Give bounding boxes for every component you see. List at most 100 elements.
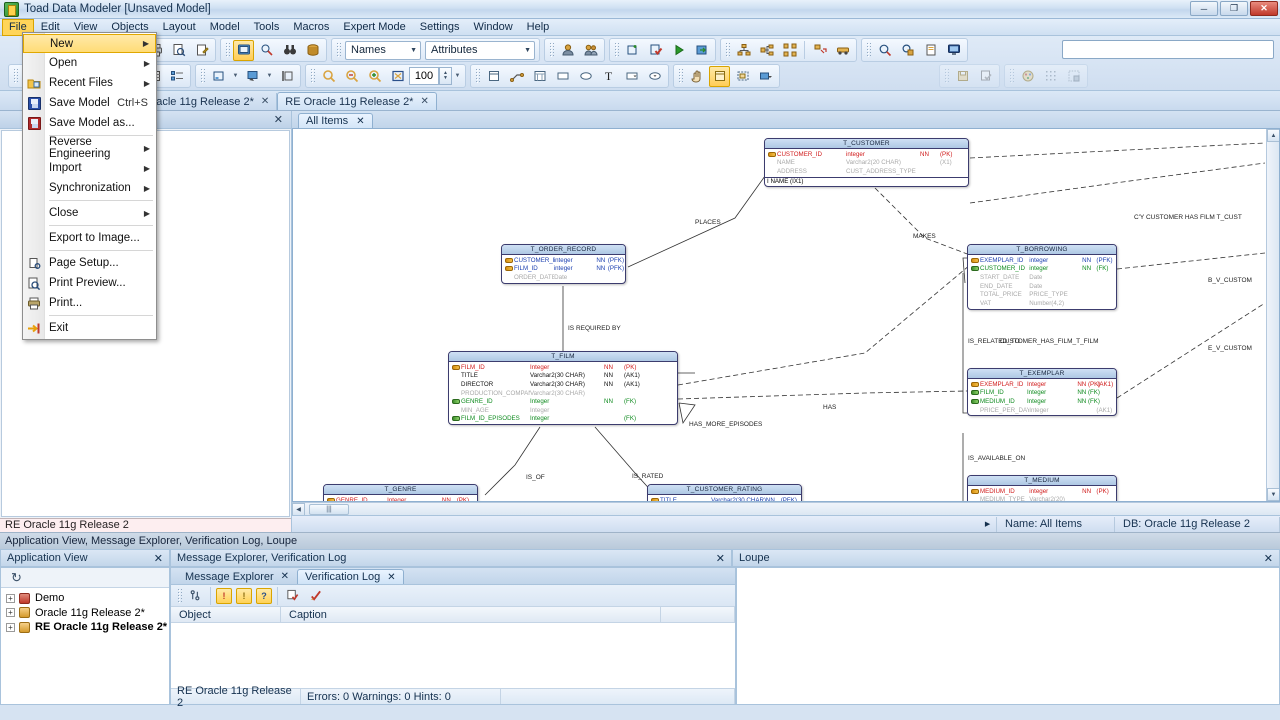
entity-t_genre[interactable]: T_GENREGENRE_IDIntegerNN(PK)NAMEVarchar2… — [323, 484, 478, 501]
toolbar-grip[interactable] — [678, 68, 683, 84]
model-tab-oracle[interactable]: Oracle 11g Release 2* ✕ — [136, 93, 278, 110]
file-menu-item-page-setup[interactable]: Page Setup... — [23, 253, 156, 273]
car-icon[interactable] — [832, 40, 853, 61]
toolbar-grip[interactable] — [177, 587, 182, 604]
relationship-label[interactable]: E_V_CUSTOM — [1208, 345, 1252, 352]
binoculars-icon[interactable] — [279, 40, 300, 61]
toolbar-grip[interactable] — [225, 42, 230, 58]
file-menu-item-reverse-engineering[interactable]: Reverse Engineering▶ — [23, 136, 156, 160]
toolbar-grip[interactable] — [200, 68, 205, 84]
file-menu-item-print[interactable]: Print... — [23, 293, 156, 313]
report-icon[interactable] — [920, 40, 941, 61]
menu-expert-mode[interactable]: Expert Mode — [343, 20, 406, 33]
close-icon[interactable]: ✕ — [273, 114, 283, 126]
relationship-label[interactable]: C'Y CUSTOMER HAS FILM T_CUST — [1134, 214, 1242, 221]
minimize-button[interactable]: ─ — [1190, 1, 1218, 16]
file-menu-item-export-to-image[interactable]: Export to Image... — [23, 228, 156, 248]
pan-tool-icon[interactable] — [755, 66, 776, 87]
rectangle-shape-icon[interactable] — [552, 66, 573, 87]
file-menu-item-exit[interactable]: Exit — [23, 318, 156, 338]
snap-grid-icon[interactable] — [1063, 66, 1084, 87]
search-input[interactable] — [1062, 40, 1274, 59]
relationship-label[interactable]: HAS — [823, 404, 837, 411]
application-view-tree[interactable]: +Demo+Oracle 11g Release 2*+RE Oracle 11… — [1, 588, 169, 704]
monitor-icon[interactable] — [943, 40, 964, 61]
entity-t_order_record[interactable]: T_ORDER_RECORDCUSTOMER_IDintegerNN(PFK)F… — [501, 244, 626, 284]
model-explorer-icon[interactable] — [233, 39, 254, 61]
grid-layout-icon[interactable] — [779, 40, 800, 61]
toolbar-grip[interactable] — [310, 68, 315, 84]
menu-edit[interactable]: Edit — [40, 20, 60, 33]
relationship-label[interactable]: IS_OF — [526, 474, 545, 481]
display-mode-dropdown[interactable]: ▼ — [232, 73, 239, 79]
paint-mode-dropdown[interactable]: ▼ — [266, 73, 273, 79]
generate-icon[interactable] — [691, 40, 712, 61]
tree-expand-icon[interactable]: + — [6, 622, 15, 632]
menu-settings[interactable]: Settings — [419, 20, 460, 33]
relationship-label[interactable]: IS_RATED — [632, 473, 664, 480]
select-tool-icon[interactable] — [709, 65, 730, 87]
grid-toggle-icon[interactable] — [1040, 66, 1061, 87]
file-menu-item-open[interactable]: Open▶ — [23, 53, 156, 73]
page-setup-icon[interactable] — [191, 40, 212, 61]
scroll-up-button[interactable]: ▲ — [1267, 129, 1279, 142]
file-menu-item-close[interactable]: Close▶ — [23, 203, 156, 223]
new-model-icon[interactable] — [622, 40, 643, 61]
model-tab-re-oracle[interactable]: RE Oracle 11g Release 2* ✕ — [277, 92, 437, 110]
verification-log-grid-body[interactable] — [171, 623, 735, 688]
menu-view[interactable]: View — [73, 20, 98, 33]
ellipse-shape-icon[interactable] — [575, 66, 596, 87]
maximize-button[interactable]: ❐ — [1220, 1, 1248, 16]
names-combo[interactable]: Names ▼ — [345, 40, 421, 60]
close-icon[interactable]: ✕ — [356, 115, 365, 127]
tab-verification-log[interactable]: Verification Log ✕ — [297, 569, 404, 584]
toolbar-grip[interactable] — [1009, 68, 1014, 84]
zoom-icon[interactable] — [318, 66, 339, 87]
app-view-item-demo[interactable]: +Demo — [1, 591, 169, 606]
panel-header-message-explorer[interactable]: Message Explorer, Verification Log ✕ — [170, 549, 732, 567]
menu-file[interactable]: File — [2, 18, 34, 36]
panel-header-loupe[interactable]: Loupe ✕ — [732, 549, 1280, 567]
check-icon[interactable] — [305, 585, 326, 606]
new-view-icon[interactable] — [529, 66, 550, 87]
toolbar-grip[interactable] — [725, 42, 730, 58]
tree-expand-icon[interactable]: + — [6, 593, 15, 603]
relationship-label[interactable]: B_V_CUSTOM — [1208, 277, 1252, 284]
file-menu-item-import[interactable]: Import▶ — [23, 158, 156, 178]
search-replace-icon[interactable] — [897, 40, 918, 61]
relationship-label[interactable]: PLACES — [695, 219, 721, 226]
zoom-in-icon[interactable] — [364, 66, 385, 87]
area-select-icon[interactable] — [732, 66, 753, 87]
page-break-icon[interactable] — [276, 66, 297, 87]
save-layout-icon[interactable] — [952, 66, 973, 87]
menu-layout[interactable]: Layout — [162, 20, 196, 33]
scroll-left-button[interactable]: ◀ — [292, 502, 305, 516]
palette-icon[interactable] — [1017, 66, 1038, 87]
relationship-label[interactable]: IS REQUIRED BY — [568, 325, 621, 332]
relationship-label[interactable]: IS_AVAILABLE_ON — [968, 455, 1026, 462]
scroll-down-button[interactable]: ▼ — [1267, 488, 1279, 501]
zoom-dropdown[interactable]: ▼ — [454, 73, 461, 79]
display-mode-icon[interactable] — [208, 66, 229, 87]
user-group-icon[interactable] — [580, 40, 601, 61]
column-header-extra[interactable] — [661, 607, 735, 623]
filter-icon[interactable] — [185, 585, 206, 606]
close-icon[interactable]: ✕ — [280, 571, 290, 582]
zoom-out-icon[interactable] — [341, 66, 362, 87]
